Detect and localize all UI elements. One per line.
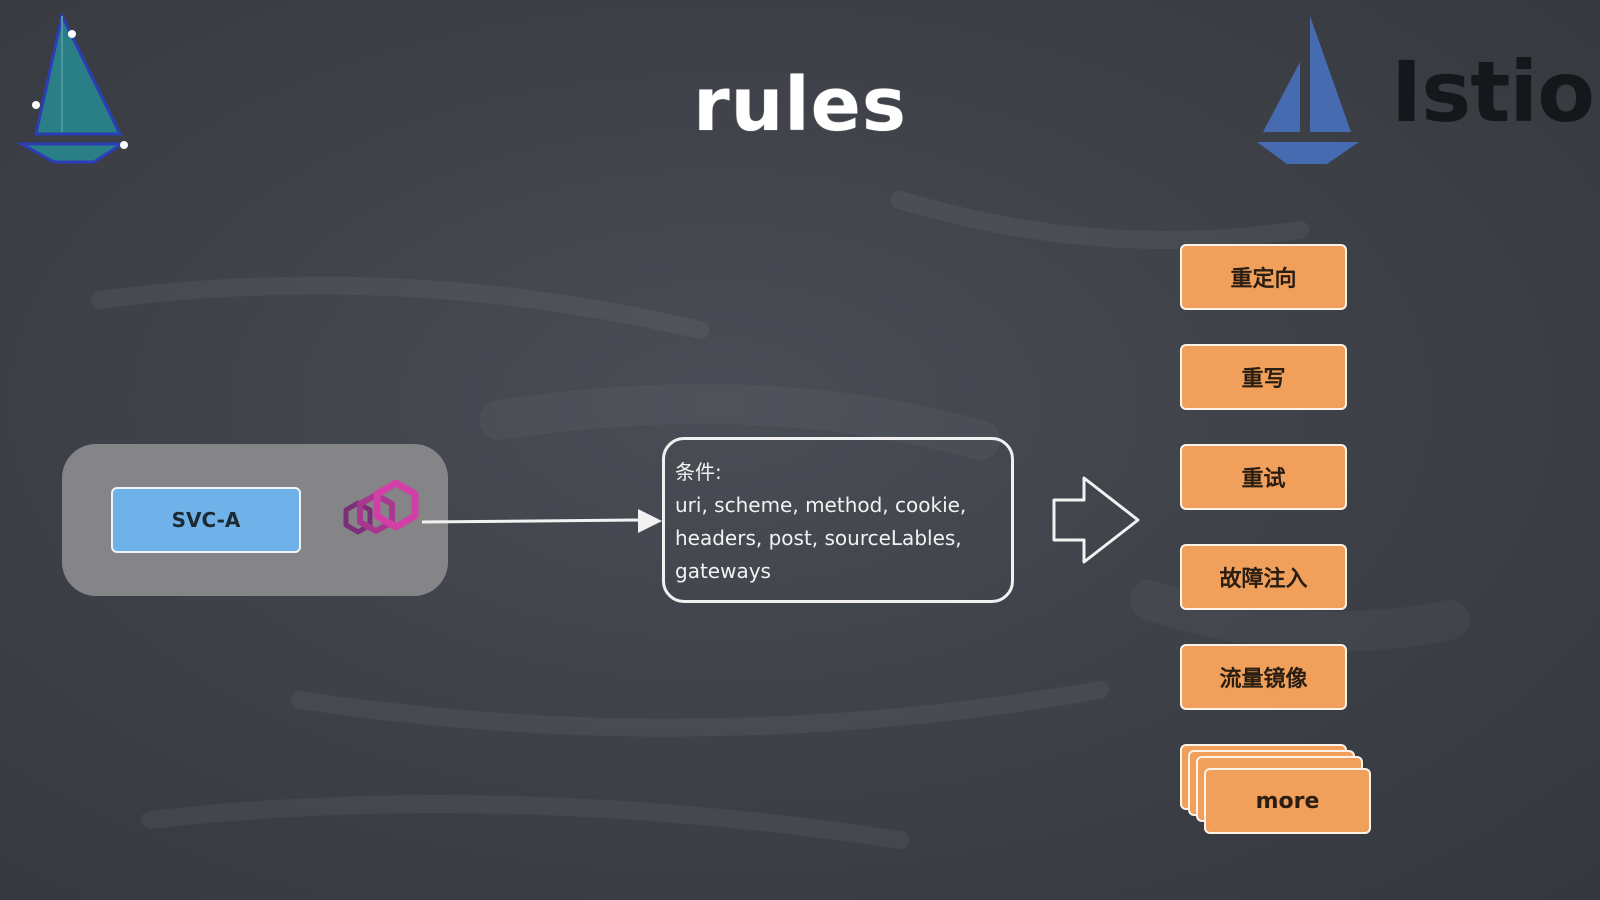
envoy-proxy-icon [343, 479, 419, 535]
istio-sail-icon [1257, 16, 1359, 164]
conditions-label: 条件: [675, 460, 722, 484]
rule-traffic-mirroring: 流量镜像 [1180, 644, 1347, 710]
right-arrow-icon [1052, 476, 1140, 564]
rule-more: more [1204, 768, 1371, 834]
service-box: SVC-A [111, 487, 301, 553]
rule-fault-injection: 故障注入 [1180, 544, 1347, 610]
request-arrow [421, 509, 662, 533]
brand-name: Istio [1391, 43, 1595, 141]
istio-sail-outline-icon [16, 12, 128, 164]
conditions-line: gateways [675, 559, 771, 583]
conditions-line: headers, post, sourceLables, [675, 526, 962, 550]
rule-retry: 重试 [1180, 444, 1347, 510]
rule-redirect: 重定向 [1180, 244, 1347, 310]
rule-rewrite: 重写 [1180, 344, 1347, 410]
conditions-line: uri, scheme, method, cookie, [675, 493, 967, 517]
match-conditions-box: 条件: uri, scheme, method, cookie, headers… [662, 437, 1014, 603]
istio-brand: Istio [1255, 14, 1595, 174]
page-title: rules [693, 62, 907, 148]
